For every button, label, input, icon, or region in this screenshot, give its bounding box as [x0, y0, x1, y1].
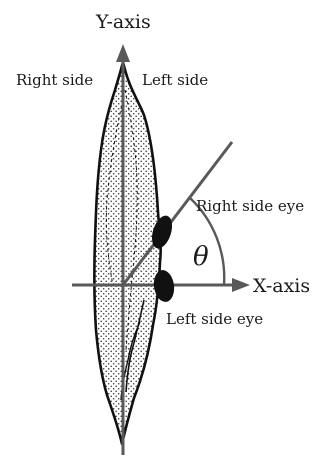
- y-axis-arrowhead: [116, 44, 130, 62]
- x-axis-label: X-axis: [253, 275, 310, 297]
- body-crease-line: [125, 299, 145, 393]
- angle-theta-label: θ: [193, 242, 209, 272]
- angle-arc: [189, 197, 226, 286]
- fish-body-outline: [93, 60, 162, 446]
- right-side-label: Right side: [16, 71, 93, 89]
- y-axis-label: Y-axis: [95, 11, 151, 33]
- right-side-eye: [151, 215, 173, 249]
- left-side-label: Left side: [142, 71, 208, 89]
- left-side-eye: [153, 270, 175, 302]
- right-side-eye-label: Right side eye: [196, 197, 304, 215]
- left-side-eye-label: Left side eye: [166, 310, 263, 328]
- gaze-line: [121, 141, 234, 286]
- x-axis-arrowhead: [232, 278, 250, 292]
- body-inner-contour: [105, 89, 138, 351]
